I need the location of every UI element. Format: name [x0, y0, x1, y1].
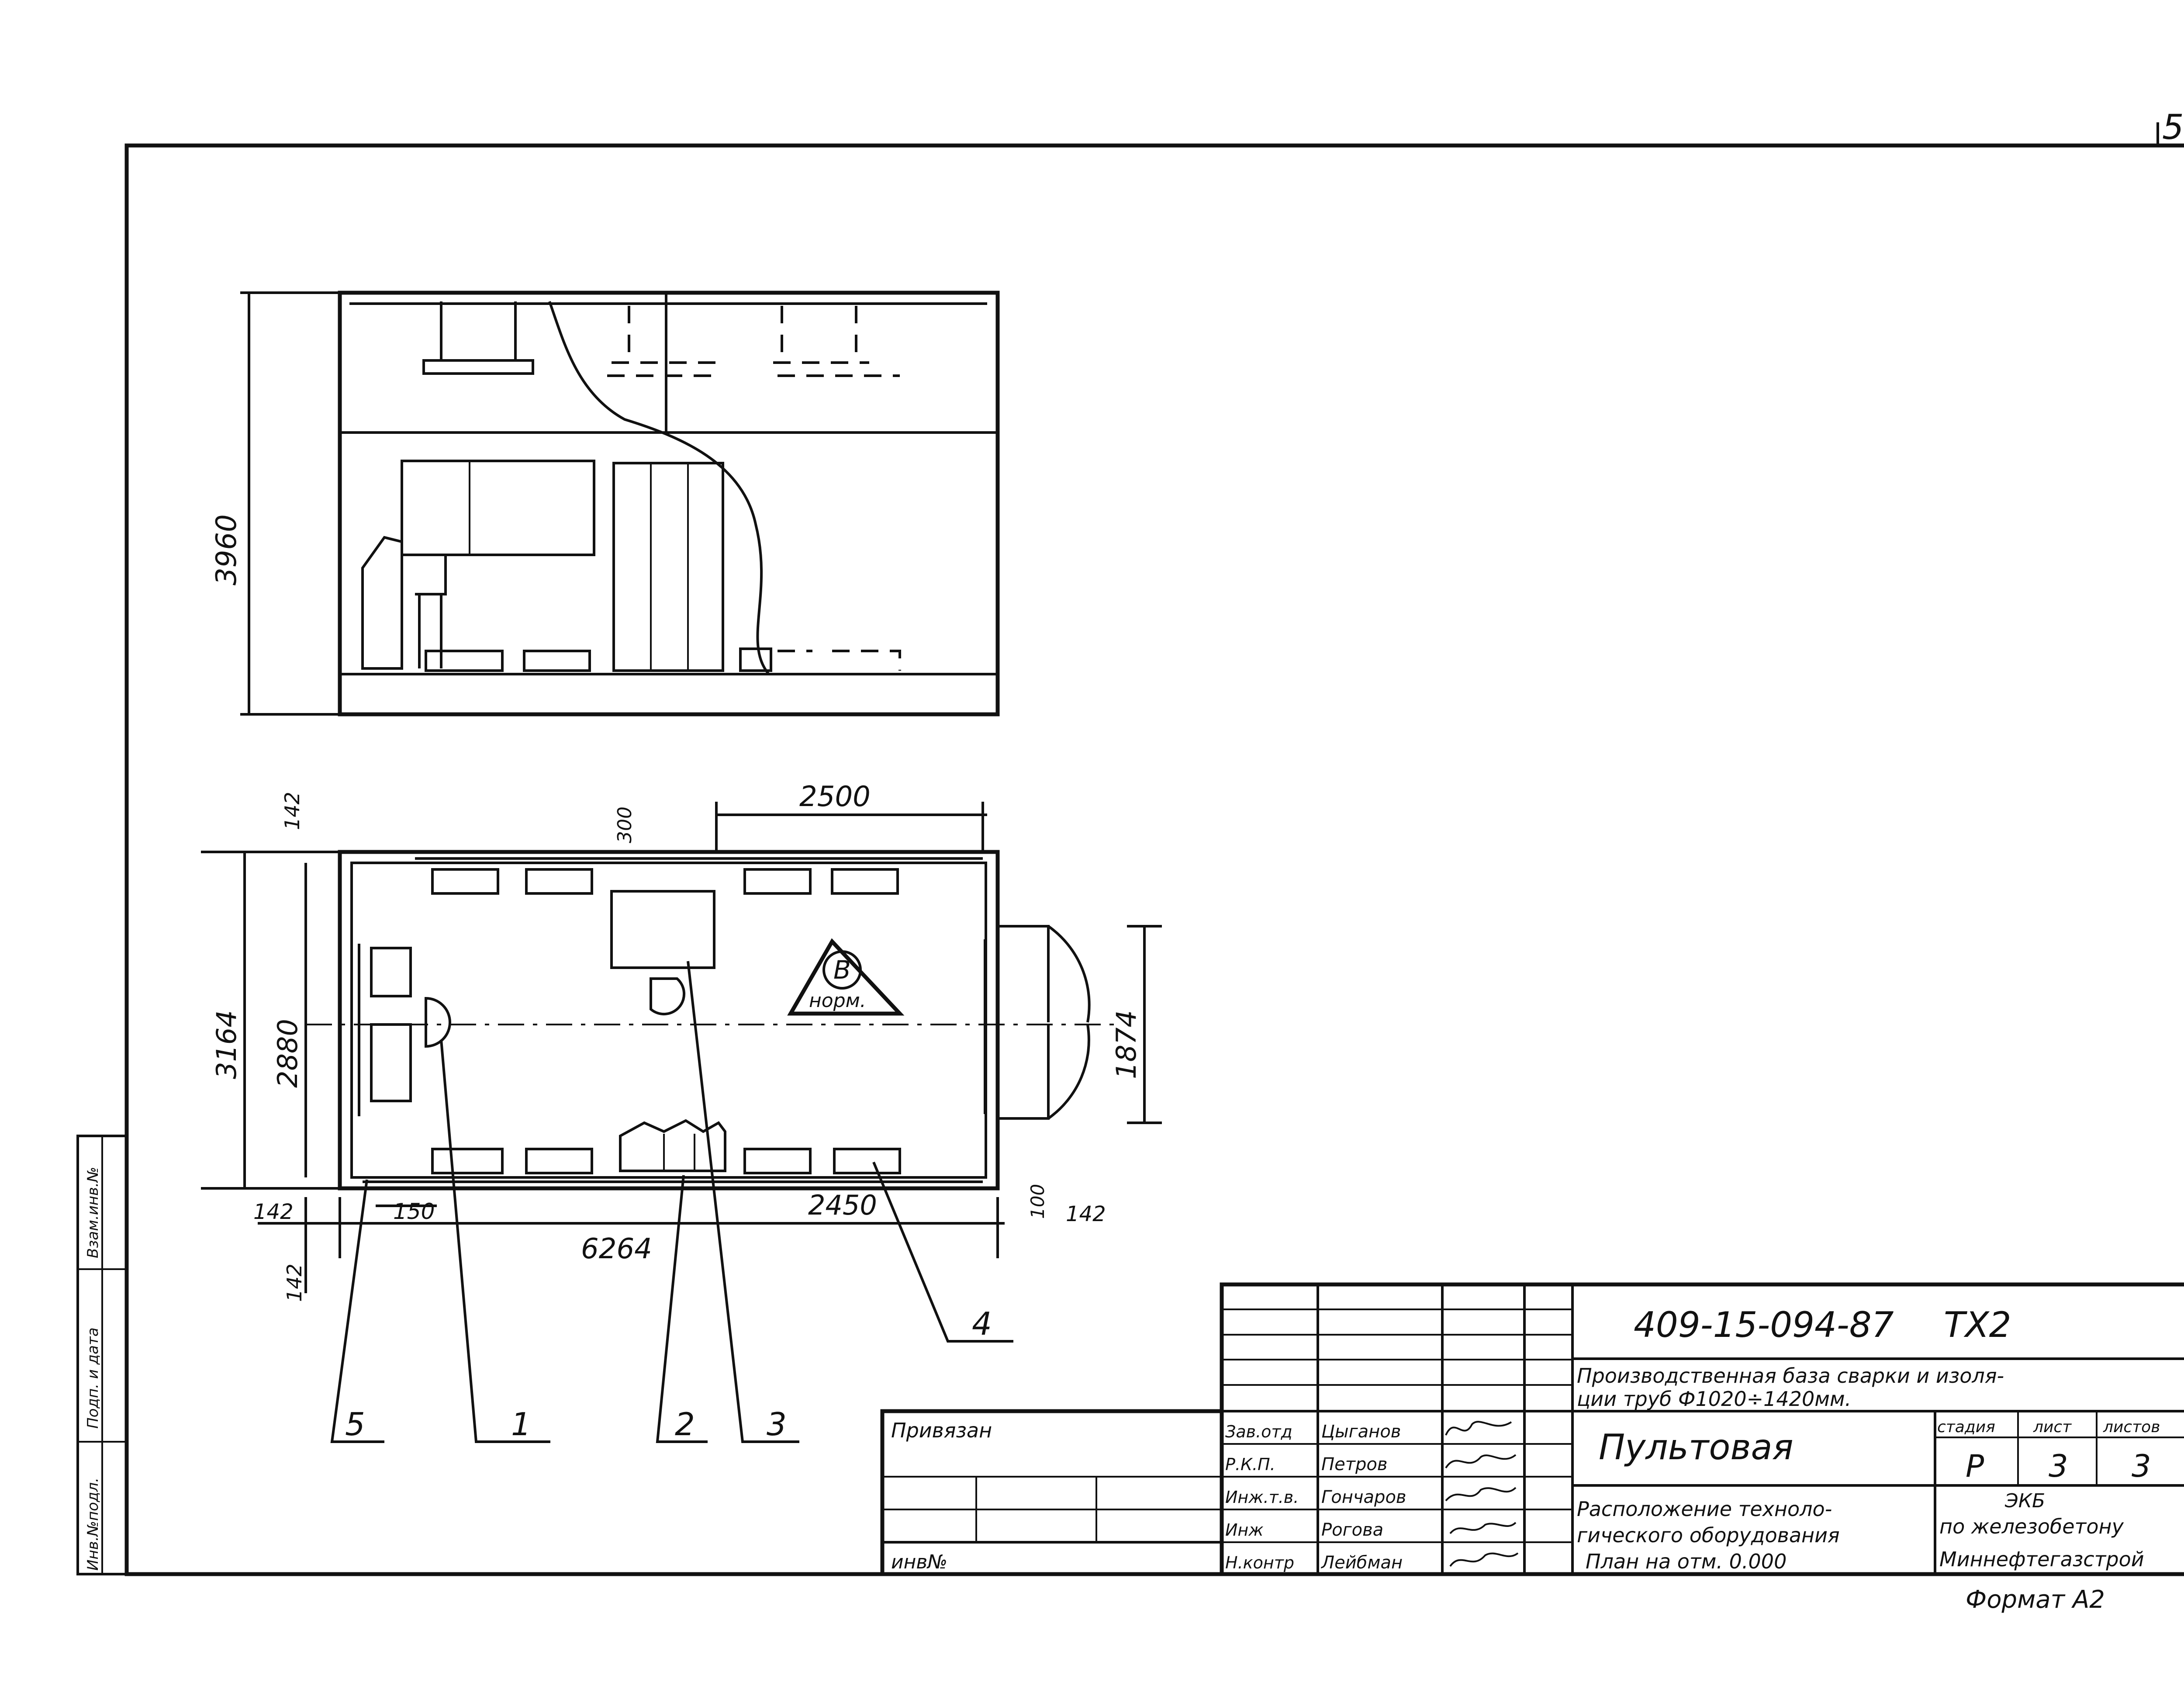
org-line-2: по железобетону [1939, 1515, 2124, 1538]
side-stamp-replace-inv: Взам.инв.№ [84, 1167, 102, 1258]
col-stage-label: стадия [1937, 1418, 1995, 1436]
dim-bottom-left-offset: 150 [393, 1199, 435, 1224]
dim-top-length: 2500 [799, 781, 871, 813]
org-line-1: ЭКБ [2004, 1490, 2045, 1512]
section-height-label: 3960 [211, 514, 243, 585]
dim-left-inner: 2880 [272, 1019, 304, 1088]
dim-left-outer: 3164 [211, 1010, 242, 1079]
doc-code: 409-15-094-87 [1634, 1305, 1894, 1345]
col-sheets-label: листов [2103, 1418, 2160, 1436]
dim-top-small: 300 [614, 807, 636, 843]
callout-leaders [330, 961, 1013, 1443]
project-line-1: Производственная база сварки и изоля- [1577, 1364, 2004, 1388]
callout-4: 4 [972, 1305, 992, 1342]
signature-role: Р.К.П. [1225, 1455, 1275, 1474]
dim-bottom-left-wall: 142 [253, 1200, 294, 1224]
signature-role: Инж.т.в. [1225, 1488, 1299, 1507]
signature-name: Петров [1321, 1454, 1387, 1475]
building-name: Пультовая [1599, 1427, 1794, 1468]
signature-name: Рогова [1321, 1520, 1383, 1540]
category-label: норм. [809, 990, 866, 1012]
callout-1: 1 [511, 1406, 531, 1443]
callout-3: 3 [767, 1406, 787, 1443]
signature-rows: Зав.отд Цыганов Р.К.П. Петров Инж.т.в. Г… [1225, 1422, 1406, 1573]
signature-role: Н.контр [1225, 1553, 1294, 1572]
callout-2: 2 [675, 1406, 695, 1443]
col-sheet-label: лист [2033, 1418, 2072, 1436]
inv-label: инв№ [891, 1551, 947, 1573]
dim-bottom-right-small: 100 [1027, 1184, 1048, 1219]
section-view [338, 291, 1000, 717]
sheet-value: 3 [2049, 1448, 2068, 1484]
bound-label: Привязан [891, 1419, 992, 1442]
sheet-title-line-2: гического оборудования [1577, 1523, 1840, 1547]
callout-5: 5 [345, 1406, 365, 1443]
sheet-number-corner: 5 [2162, 108, 2184, 147]
handwritten-signatures [1445, 1421, 1519, 1567]
side-stamp-sign-date: Подп. и дата [84, 1327, 102, 1429]
org-line-3: Миннефтегазстрой [1939, 1547, 2144, 1571]
section-height-dimension [240, 291, 340, 716]
doc-mark: ТХ2 [1944, 1305, 2011, 1345]
dim-bottom-right-len: 2450 [808, 1189, 877, 1221]
side-stamp-inv-original: Инв.№подл. [84, 1478, 102, 1571]
sheet-frame [124, 122, 2184, 1576]
stage-value: Р [1966, 1448, 1984, 1484]
title-block-grid [880, 1282, 2184, 1576]
dim-bottom-total: 6264 [581, 1233, 652, 1265]
project-line-2: ции труб Ф1020÷1420мм. [1577, 1387, 1851, 1411]
dim-bottom-right-wall: 142 [1066, 1202, 1106, 1226]
category-letter: В [833, 955, 851, 985]
plan-view [306, 850, 1114, 1191]
dim-bottom-vertical-wall: 142 [283, 1263, 306, 1302]
side-stamp [76, 1135, 128, 1575]
signature-name: Лейбман [1320, 1553, 1403, 1573]
signature-name: Цыганов [1321, 1422, 1401, 1442]
dim-wall-top: 142 [280, 792, 304, 830]
signature-role: Инж [1225, 1520, 1264, 1540]
format-label: Формат А2 [1966, 1585, 2105, 1614]
sheet-title-line-3: План на отм. 0.000 [1586, 1550, 1787, 1573]
sheets-value: 3 [2132, 1448, 2151, 1484]
plan-dimensions [201, 802, 1162, 1293]
dim-right-door: 1874 [1110, 1010, 1142, 1079]
signature-role: Зав.отд [1225, 1422, 1292, 1441]
sheet-title-line-1: Расположение техноло- [1577, 1497, 1832, 1521]
signature-name: Гончаров [1321, 1487, 1406, 1507]
